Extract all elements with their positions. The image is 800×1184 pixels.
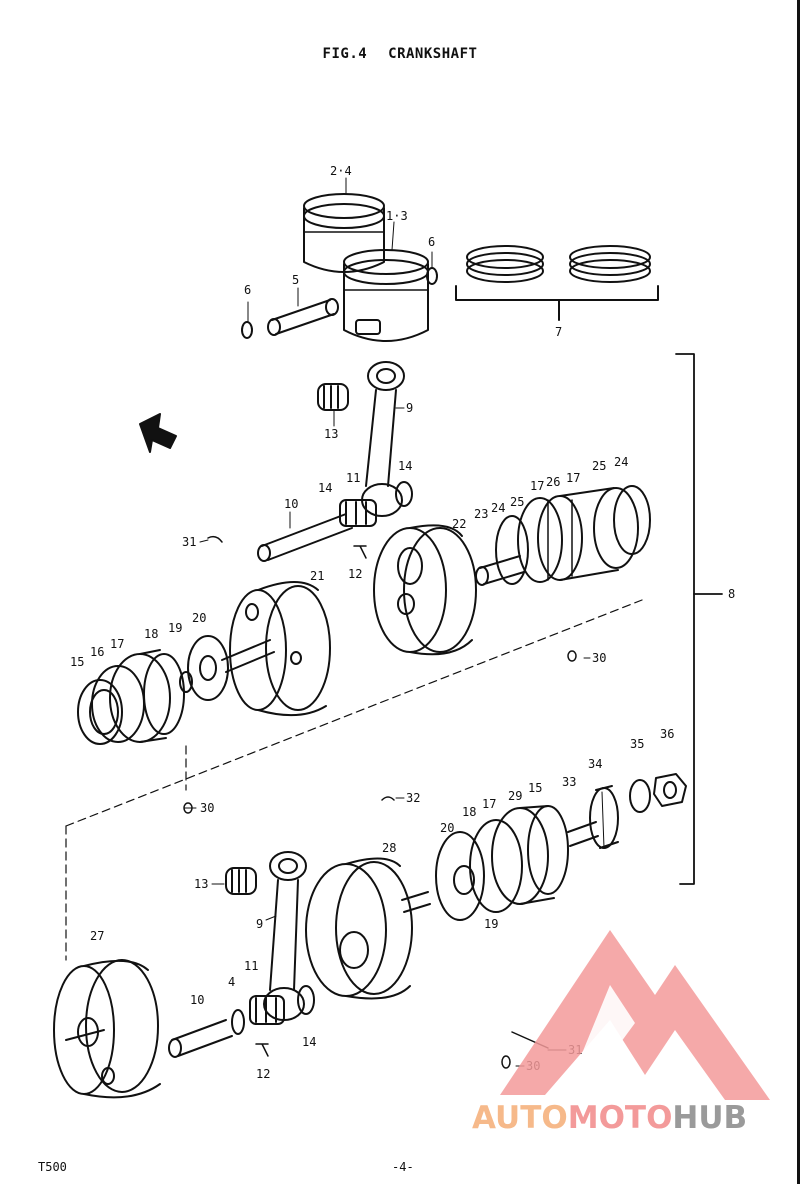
callout-label: 12 (256, 1067, 270, 1081)
automotohub-wordmark: AUTOMOTOHUB (472, 1100, 794, 1136)
callout-label: 12 (348, 567, 362, 581)
crank-wheel-22 (373, 524, 477, 656)
callout-label: 25 (510, 495, 524, 509)
assembly-bracket (675, 353, 723, 885)
callout-label: 36 (660, 727, 674, 741)
callout-label: 10 (190, 993, 204, 1007)
figure-number: FIG.4 (322, 46, 368, 62)
needle-bearing-small (317, 383, 349, 411)
connecting-rod-lower (263, 851, 307, 1021)
callout-label: 22 (452, 517, 466, 531)
callout-label: 14 (398, 459, 412, 473)
wordmark-hub: HUB (672, 1100, 748, 1136)
callout-label: 17 (482, 797, 496, 811)
wordmark-auto: AUTO (472, 1100, 568, 1136)
assembly-axis-upper (65, 599, 643, 827)
callout-label: 25 (592, 459, 606, 473)
callout-label: 2·4 (330, 164, 352, 178)
callout-label: 4 (228, 975, 235, 989)
main-bearing-left (77, 635, 229, 745)
footer-model-code: T500 (38, 1160, 67, 1174)
callout-label: 5 (292, 273, 299, 287)
callout-label: 21 (310, 569, 324, 583)
callout-label: 26 (546, 475, 560, 489)
piston-pin (267, 298, 339, 336)
crank-pin-lower (168, 985, 315, 1058)
callout-label: 11 (244, 959, 258, 973)
piston-ring-set (455, 245, 659, 321)
callout-label: 20 (192, 611, 206, 625)
callout-label: 17 (566, 471, 580, 485)
page-border (797, 0, 800, 1184)
callout-label: 34 (588, 757, 602, 771)
callout-label: 30 (592, 651, 606, 665)
crank-wheel-28 (305, 857, 431, 1000)
direction-arrow-icon (139, 413, 177, 453)
circlip (241, 267, 438, 339)
callout-label: 14 (318, 481, 332, 495)
piston-front (343, 249, 429, 342)
callout-label: 14 (302, 1035, 316, 1049)
callout-label: 15 (528, 781, 542, 795)
callout-label: 20 (440, 821, 454, 835)
callout-label: 8 (728, 587, 735, 601)
callout-label: 13 (194, 877, 208, 891)
callout-label: 18 (462, 805, 476, 819)
callout-label: 13 (324, 427, 338, 441)
callout-label: 15 (70, 655, 84, 669)
callout-label: 9 (256, 917, 263, 931)
callout-label: 9 (406, 401, 413, 415)
callout-label: 10 (284, 497, 298, 511)
callout-label: 18 (144, 627, 158, 641)
callout-label: 19 (168, 621, 182, 635)
crank-pin-upper (257, 481, 413, 562)
needle-bearing-small-lower (225, 867, 257, 895)
callout-label: 1·3 (386, 209, 408, 223)
connecting-rod-upper (361, 361, 405, 517)
callout-label: 6 (428, 235, 435, 249)
callout-label: 11 (346, 471, 360, 485)
crank-wheel-21 (221, 581, 331, 717)
callout-label: 32 (406, 791, 420, 805)
callout-label: 19 (484, 917, 498, 931)
callout-label: 27 (90, 929, 104, 943)
callout-label: 6 (244, 283, 251, 297)
callout-label: 7 (555, 325, 562, 339)
callout-label: 17 (530, 479, 544, 493)
callout-label: 24 (614, 455, 628, 469)
callout-label: 29 (508, 789, 522, 803)
callout-label: 17 (110, 637, 124, 651)
footer-page-number: -4- (392, 1160, 414, 1174)
crank-wheel-27 (53, 959, 161, 1099)
figure-title: FIG.4 CRANKSHAFT (0, 46, 800, 62)
callout-labels: 2·4 1·3 6 6 5 7 9 13 14 11 14 10 31 12 2… (70, 164, 735, 1081)
callout-label: 31 (182, 535, 196, 549)
main-shaft-lower-right (435, 773, 687, 921)
automotohub-logo (500, 930, 770, 1100)
callout-label: 30 (200, 801, 214, 815)
main-shaft-right (475, 485, 651, 586)
callout-label: 24 (491, 501, 505, 515)
callout-label: 28 (382, 841, 396, 855)
callout-label: 23 (474, 507, 488, 521)
pin (255, 545, 367, 1057)
wordmark-moto: MOTO (567, 1100, 673, 1136)
callout-label: 35 (630, 737, 644, 751)
callout-label: 16 (90, 645, 104, 659)
callout-label: 33 (562, 775, 576, 789)
figure-name: CRANKSHAFT (388, 46, 478, 62)
